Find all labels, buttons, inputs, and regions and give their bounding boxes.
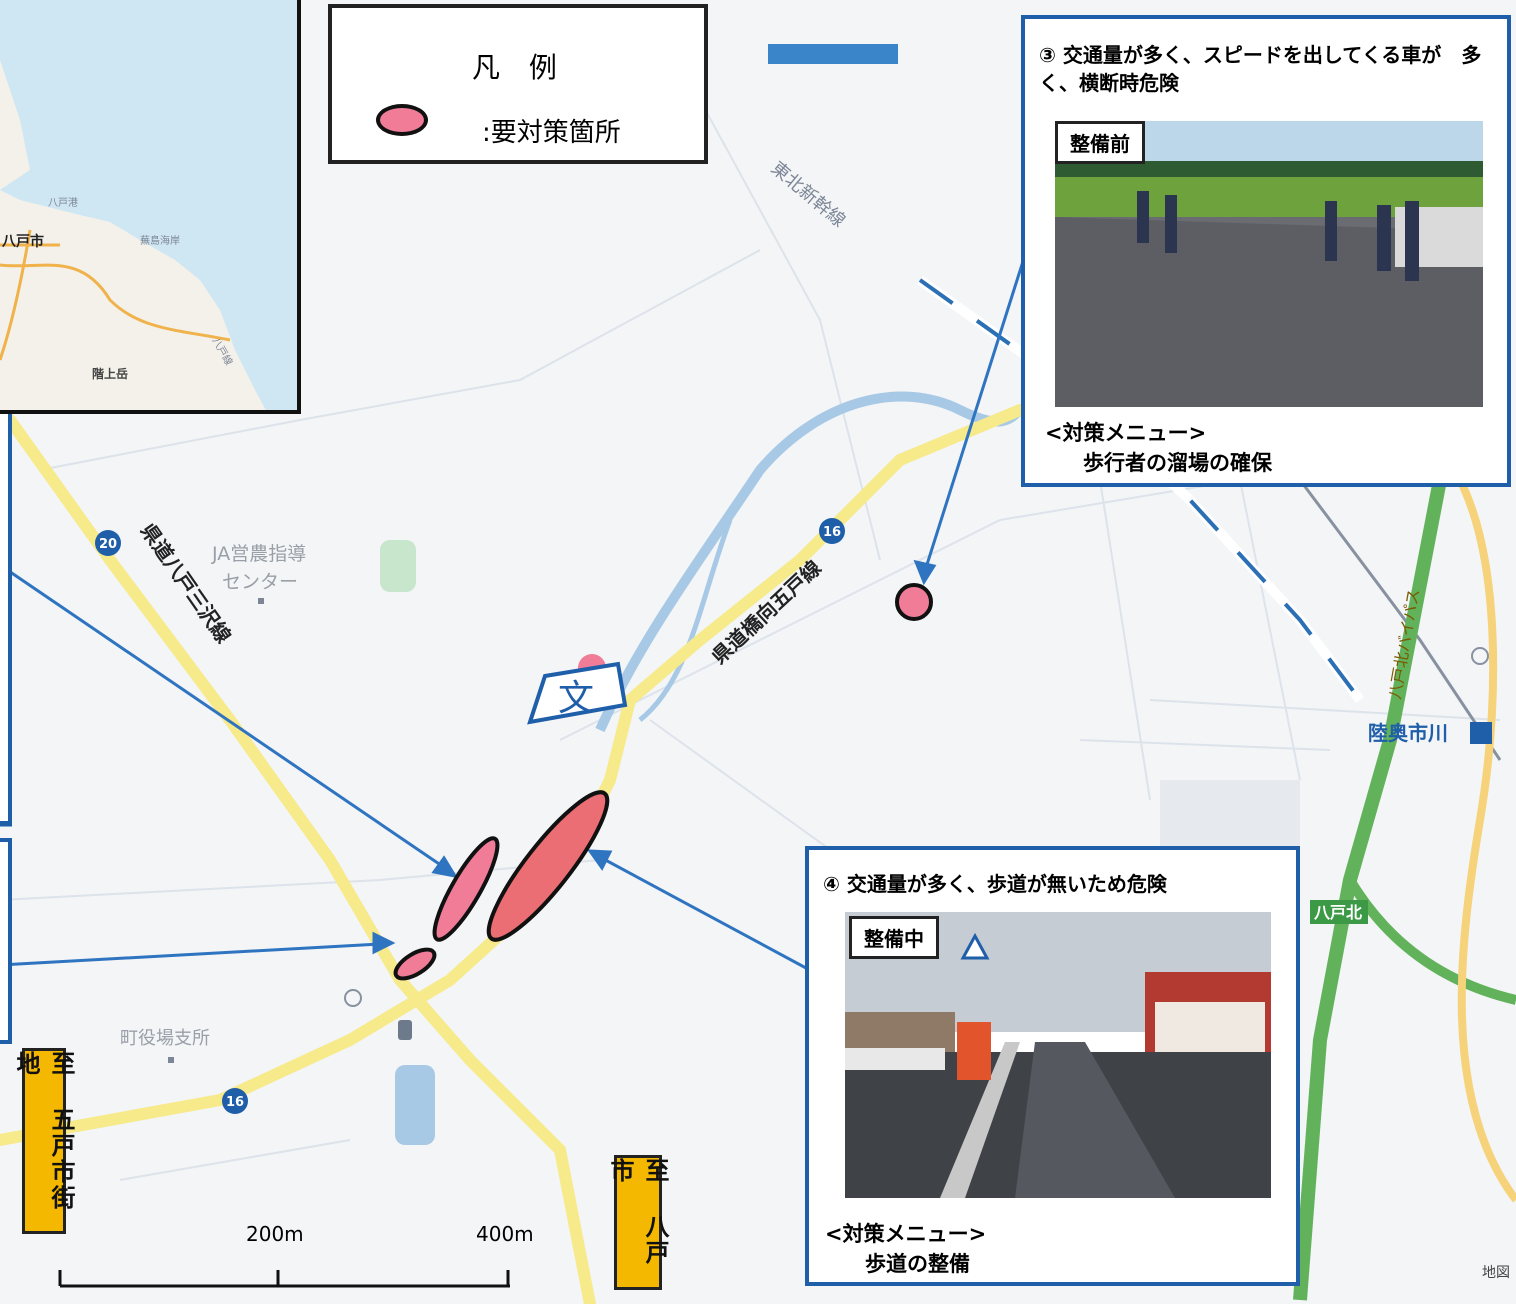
route-16-shield-south: [222, 1088, 248, 1114]
callout-3-title: ③ 交通量が多く、スピードを出してくる車が 多く、横断時危険: [1039, 43, 1482, 95]
inset-map: 八戸市 八戸港 蕪島海岸 階上岳 八戸線: [0, 0, 301, 414]
legend-title: 凡 例: [472, 51, 567, 84]
map-credit: 地図: [1482, 1265, 1510, 1281]
left-callout-edge-upper: [0, 410, 12, 825]
direction-gonohe: 至 五戸市街地: [12, 1048, 75, 1234]
hazard-spot-5: [393, 947, 437, 981]
route-16-shield-north: [819, 518, 845, 544]
road-hachinohe-misawa: [4, 414, 596, 1304]
route-20-number: 20: [99, 537, 117, 552]
legend: 凡 例 :要対策箇所: [328, 4, 708, 164]
shinkansen-line: [917, 275, 1364, 703]
school-label: 文: [558, 678, 594, 719]
hazard-spot-4b: [486, 790, 610, 942]
river: [595, 391, 1024, 733]
ja-center-label: JA営農指導: [211, 543, 306, 565]
callout-site-3: ③ 交通量が多く、スピードを出してくる車が 多く、横断時危険 整備前 <対策メニ…: [1021, 15, 1511, 487]
route-20-shield: [95, 530, 121, 556]
hazard-spot-3: [895, 583, 933, 621]
callout-3-menu-item: 歩行者の溜場の確保: [1083, 451, 1272, 475]
ja-center-label-2: センター: [222, 571, 298, 593]
scale-label-200m: 200m: [246, 1222, 304, 1246]
inset-islet-label: 蕪島海岸: [140, 234, 180, 247]
left-callout-edge-lower: [0, 838, 12, 1044]
callout-4-menu-item: 歩道の整備: [865, 1252, 970, 1276]
callout-3-menu-heading: <対策メニュー>: [1045, 421, 1207, 445]
route-16-number-south: 16: [226, 1095, 244, 1110]
callout-4-menu-heading: <対策メニュー>: [825, 1222, 987, 1246]
scale-label-400m: 400m: [476, 1222, 534, 1246]
station-label: 陸奥市川: [1368, 721, 1448, 745]
town-office-label: 町役場支所: [120, 1028, 210, 1049]
inset-city-label: 八戸市: [1, 233, 44, 250]
callout-4-photo: [845, 912, 1271, 1198]
hazard-spot-4a: [432, 836, 500, 942]
direction-hachinohe: 至 八戸市: [606, 1155, 669, 1290]
hachinohe-kita-label: 八戸北: [1313, 903, 1362, 922]
inset-mountain-label: 階上岳: [92, 366, 128, 381]
callout-4-photo-tag: 整備中: [849, 916, 939, 959]
legend-hazard-swatch: [376, 104, 428, 136]
callout-4-title: ④ 交通量が多く、歩道が無いため危険: [823, 872, 1167, 896]
route-16-number-north: 16: [823, 525, 841, 540]
legend-hazard-label: :要対策箇所: [482, 118, 621, 148]
callout-site-4: ④ 交通量が多く、歩道が無いため危険 整備中 <対策メニュー> 歩道の整備: [805, 846, 1300, 1286]
school-symbol: [527, 661, 628, 725]
inset-port-label: 八戸港: [48, 197, 78, 209]
callout-3-photo-tag: 整備前: [1055, 121, 1145, 164]
